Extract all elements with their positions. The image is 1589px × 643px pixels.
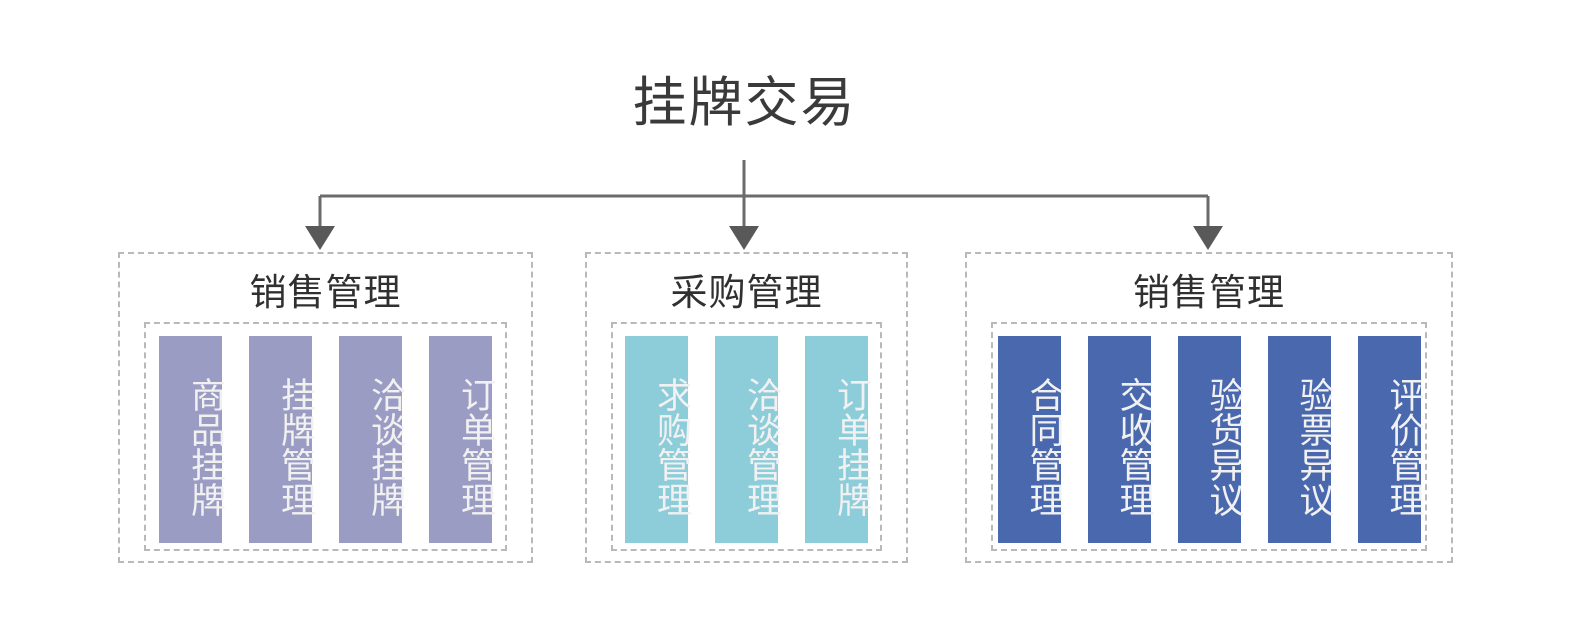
bar-item[interactable]: 验货异议: [1177, 336, 1244, 543]
bar-label: 商品挂牌: [185, 376, 225, 517]
arrowhead-right-icon: [1193, 226, 1223, 250]
bar-label: 洽谈挂牌: [365, 376, 405, 517]
arrowhead-center-icon: [729, 226, 759, 250]
group-title: 采购管理: [670, 271, 823, 314]
group-sales-management[interactable]: 销售管理 商品挂牌 挂牌管理 洽谈挂牌 订单管理: [118, 252, 533, 563]
bar-item[interactable]: 求购管理: [625, 336, 691, 543]
bar-list: 商品挂牌 挂牌管理 洽谈挂牌 订单管理: [146, 336, 505, 543]
bar-label: 验票异议: [1293, 376, 1334, 517]
group-items-container: 合同管理 交收管理 验货异议 验票异议 评价管理: [991, 322, 1427, 551]
arrowhead-left-icon: [305, 226, 335, 250]
bar-label: 订单挂牌: [831, 376, 871, 517]
group-items-container: 求购管理 洽谈管理 订单挂牌: [611, 322, 882, 551]
bar-list: 合同管理 交收管理 验货异议 验票异议 评价管理: [993, 336, 1425, 543]
group-sales-management-2[interactable]: 销售管理 合同管理 交收管理 验货异议 验票异议 评价管理: [965, 252, 1453, 563]
bar-label: 评价管理: [1383, 376, 1424, 517]
group-items-container: 商品挂牌 挂牌管理 洽谈挂牌 订单管理: [144, 322, 507, 551]
bar-label: 订单管理: [455, 376, 495, 517]
bar-item[interactable]: 交收管理: [1087, 336, 1154, 543]
bar-item[interactable]: 商品挂牌: [159, 336, 225, 543]
bar-label: 挂牌管理: [275, 376, 315, 517]
root-title: 挂牌交易: [632, 71, 857, 134]
bar-list: 求购管理 洽谈管理 订单挂牌: [613, 336, 880, 543]
bar-label: 求购管理: [651, 376, 691, 517]
bar-item[interactable]: 订单挂牌: [805, 336, 871, 543]
bar-item[interactable]: 洽谈管理: [715, 336, 781, 543]
bar-label: 合同管理: [1023, 376, 1064, 517]
bar-label: 交收管理: [1113, 376, 1154, 517]
bar-item[interactable]: 合同管理: [997, 336, 1064, 543]
group-procurement-management[interactable]: 采购管理 求购管理 洽谈管理 订单挂牌: [585, 252, 908, 563]
bar-item[interactable]: 评价管理: [1357, 336, 1424, 543]
bar-label: 洽谈管理: [741, 376, 781, 517]
bar-item[interactable]: 订单管理: [429, 336, 495, 543]
bar-item[interactable]: 挂牌管理: [249, 336, 315, 543]
group-title: 销售管理: [1133, 271, 1285, 314]
bar-item[interactable]: 洽谈挂牌: [339, 336, 405, 543]
bar-item[interactable]: 验票异议: [1267, 336, 1334, 543]
bar-label: 验货异议: [1203, 376, 1244, 517]
group-title: 销售管理: [249, 271, 402, 314]
